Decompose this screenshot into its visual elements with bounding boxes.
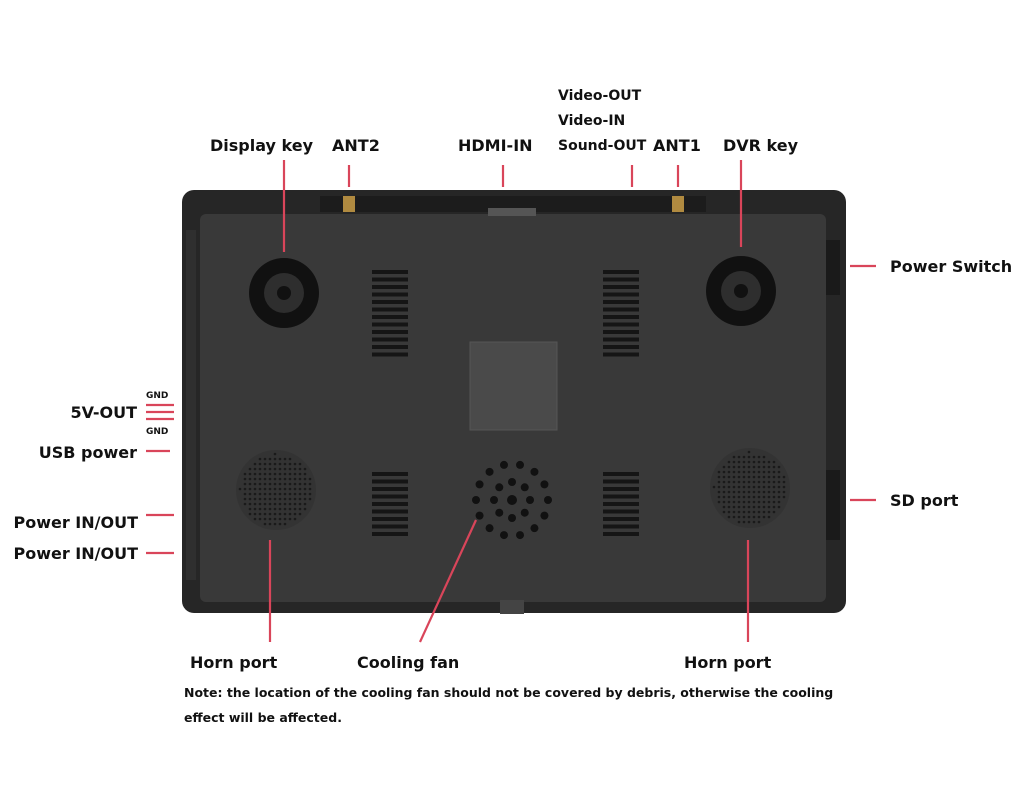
gnd-top-label: GND — [146, 391, 168, 401]
dvr-key-label: DVR key — [723, 136, 799, 155]
video-out-label: Video-OUT — [558, 88, 642, 104]
ant1-label: ANT1 — [653, 136, 701, 155]
display-key-label: Display key — [210, 136, 314, 155]
vent-slots — [372, 270, 639, 536]
rear-sticker — [469, 341, 558, 431]
power-in-out-label-1: Power IN/OUT — [13, 513, 138, 532]
note-line-2: effect will be affected. — [184, 710, 342, 725]
ant1-connector — [672, 196, 684, 212]
usb-power-label: USB power — [39, 443, 137, 462]
note-line-1: Note: the location of the cooling fan sh… — [184, 685, 833, 700]
video-in-label: Video-IN — [558, 113, 625, 129]
sd-port-label: SD port — [890, 491, 959, 510]
power-switch-label: Power Switch — [890, 257, 1012, 276]
5v-out-label: 5V-OUT — [71, 403, 138, 422]
power-in-out-label-2: Power IN/OUT — [13, 544, 138, 563]
ant2-label: ANT2 — [332, 136, 380, 155]
horn-port-left-label: Horn port — [190, 653, 278, 672]
hdmi-in-label: HDMI-IN — [458, 136, 533, 155]
sound-out-label: Sound-OUT — [558, 138, 647, 154]
sd-slot — [826, 470, 840, 540]
ant2-connector — [343, 196, 355, 212]
speaker-grilles — [236, 448, 790, 530]
gnd-bottom-label: GND — [146, 427, 168, 437]
display-key-knob — [249, 258, 319, 328]
callout-lines — [146, 160, 876, 643]
dvr-key-knob — [706, 256, 776, 326]
power-switch — [826, 240, 840, 295]
cooling-fan-grille — [472, 460, 552, 540]
horn-port-right-label: Horn port — [684, 653, 772, 672]
bottom-connector — [500, 600, 524, 614]
cooling-fan-label: Cooling fan — [357, 653, 459, 672]
